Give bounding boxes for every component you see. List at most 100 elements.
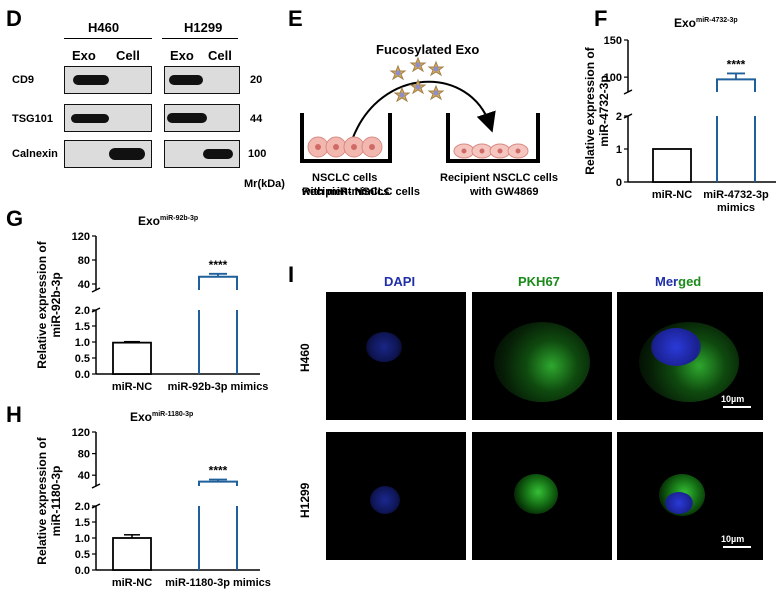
panel-label-e: E: [288, 6, 303, 31]
x-tick-label: miR-92b-3p mimics: [168, 381, 269, 393]
micrograph-h1299-dapi: [326, 432, 466, 560]
scale-bar: [723, 406, 751, 408]
column-exo-h1299: Exo: [170, 48, 194, 63]
y-tick-label: 100: [604, 72, 622, 84]
mw-cd9: 20: [250, 74, 263, 86]
axis-break: [91, 287, 101, 293]
y-tick-label: 1.0: [75, 337, 90, 349]
blot-calnexin-h460: [64, 140, 152, 168]
micrograph-h1299-merged: 10µm: [617, 432, 763, 560]
y-tick-label: 120: [72, 231, 90, 243]
y-tick-label: 2.0: [75, 501, 90, 513]
column-cell-h1299: Cell: [208, 48, 232, 63]
column-cell-h460: Cell: [116, 48, 140, 63]
blot-tsg101-h460: [64, 104, 152, 132]
channel-merged: Merged: [655, 274, 702, 289]
scale-label: 10µm: [721, 394, 745, 404]
transfer-arrow: [351, 80, 496, 141]
panel-label-d: D: [6, 6, 22, 31]
fucosylated-exo-label: Fucosylated Exo: [376, 42, 480, 57]
row-label-h1299: H1299: [298, 482, 312, 518]
y-tick-label: 0.0: [75, 565, 90, 577]
micrograph-h460-merged: 10µm: [617, 292, 763, 420]
header-rule-h460: [64, 38, 152, 39]
significance-label: ****: [209, 464, 228, 478]
significance-label: ****: [209, 258, 228, 272]
blot-tsg101-h1299: [164, 104, 240, 132]
mw-tsg101: 44: [250, 113, 263, 125]
y-axis-label: Relative expression ofmiR-1180-3p: [35, 436, 63, 564]
column-exo-h460: Exo: [72, 48, 96, 63]
donor-caption-2: Recipient NSCLC cells: [302, 186, 420, 198]
recipient-caption-1: Recipient NSCLC cells: [440, 172, 558, 184]
panel-label-i: I: [288, 262, 295, 287]
y-tick-label: 120: [72, 427, 90, 439]
donor-caption-2b: with miR-mimics: [302, 186, 390, 198]
chart-g-title: ExomiR-92b-3p: [138, 214, 199, 228]
y-tick-label: 40: [78, 279, 90, 291]
axis-break: [623, 89, 633, 95]
bar: [112, 537, 152, 571]
protein-label-calnexin: Calnexin: [12, 148, 58, 160]
mw-calnexin: 100: [248, 148, 267, 160]
x-tick-label: mimics: [717, 202, 755, 214]
transfer-schematic: [300, 56, 540, 163]
bar: [652, 148, 692, 183]
y-tick-label: 0.5: [75, 549, 90, 561]
exosome-icons: [389, 56, 445, 103]
significance-label: ****: [727, 57, 746, 71]
x-tick-label: miR-4732-3p: [703, 189, 769, 201]
y-tick-label: 1.5: [75, 517, 90, 529]
bar: [716, 78, 756, 92]
x-tick-label: miR-NC: [112, 577, 152, 589]
y-tick-label: 80: [78, 255, 90, 267]
bar: [198, 480, 238, 486]
y-tick-label: 0.0: [75, 369, 90, 381]
y-tick-label: 80: [78, 449, 90, 461]
blot-cd9-h460: [64, 66, 152, 94]
mw-unit: Mr(kDa): [244, 178, 285, 190]
y-tick-label: 0.5: [75, 353, 90, 365]
bar: [112, 341, 152, 375]
blot-cd9-h1299: [164, 66, 240, 94]
donor-well: [300, 113, 392, 163]
y-axis-label: Relative expression ofmiR-92b-3p: [35, 240, 63, 368]
micrograph-h460-dapi: [326, 292, 466, 420]
axis-break: [91, 483, 101, 489]
x-tick-label: miR-NC: [112, 381, 152, 393]
bar: [198, 275, 238, 290]
recipient-caption-2: with GW4869: [470, 186, 539, 198]
channel-dapi: DAPI: [384, 274, 416, 289]
y-tick-label: 40: [78, 470, 90, 482]
blot-calnexin-h1299: [164, 140, 240, 168]
y-tick-label: 1.0: [75, 533, 90, 545]
y-tick-label: 1.5: [75, 321, 90, 333]
scale-bar: [723, 546, 751, 548]
chart-f-title: ExomiR-4732-3p: [674, 16, 738, 30]
y-tick-label: 2.0: [75, 305, 90, 317]
y-axis-label: Relative expression ofmiR-4732-3p: [583, 46, 611, 174]
protein-label-cd9: CD9: [12, 74, 35, 86]
header-rule-h1299: [162, 38, 238, 39]
y-tick-label: 0: [616, 177, 622, 189]
chart-h-title: ExomiR-1180-3p: [130, 410, 194, 424]
x-tick-label: miR-1180-3p mimics: [165, 577, 271, 589]
x-tick-label: miR-NC: [652, 189, 692, 201]
protein-label-tsg101: TSG101: [12, 113, 53, 125]
scale-label: 10µm: [721, 534, 745, 544]
micrograph-h460-pkh67: [472, 292, 612, 420]
cell-line-h1299: H1299: [184, 20, 223, 35]
panel-label-f: F: [594, 6, 608, 31]
donor-caption-1: NSCLC cells: [312, 172, 378, 184]
recipient-well: [446, 113, 540, 163]
channel-pkh67: PKH67: [518, 274, 560, 289]
y-tick-label: 1: [616, 144, 622, 156]
row-label-h460: H460: [298, 343, 312, 372]
cell-line-h460: H460: [88, 20, 120, 35]
y-tick-label: 2: [616, 111, 622, 123]
micrograph-h1299-pkh67: [472, 432, 612, 560]
panel-label-g: G: [6, 206, 24, 231]
